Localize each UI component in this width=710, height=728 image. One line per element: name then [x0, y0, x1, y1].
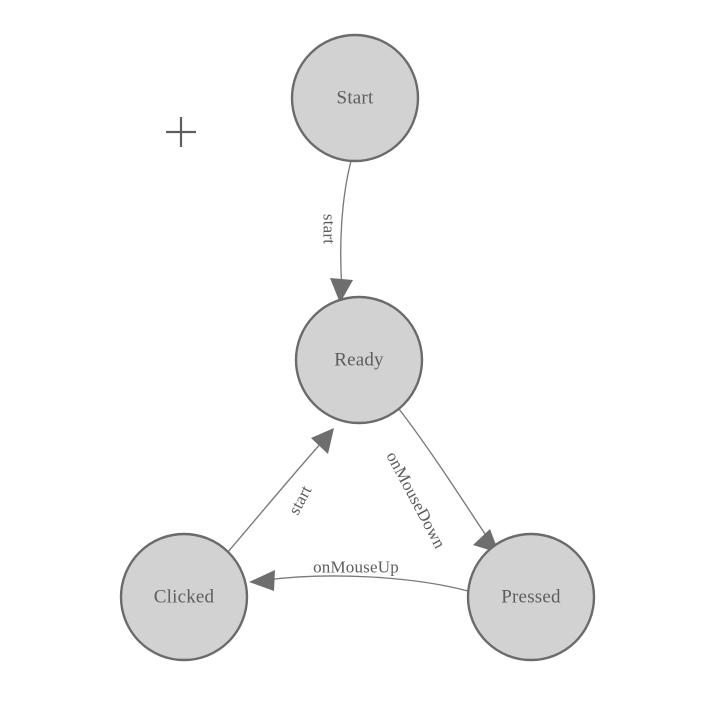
edge-ready-to-pressed[interactable]: onMouseDown — [382, 408, 499, 553]
node-label-pressed: Pressed — [501, 587, 561, 608]
edge-path[interactable] — [226, 440, 324, 554]
node-shape[interactable] — [466, 532, 596, 662]
node-shape[interactable] — [290, 33, 420, 163]
edge-path[interactable] — [340, 160, 352, 291]
edge-pressed-to-clicked[interactable]: onMouseUp — [249, 558, 469, 592]
state-node-pressed[interactable]: Pressed — [466, 532, 596, 662]
edge-clicked-to-ready[interactable]: start — [226, 428, 334, 554]
state-node-clicked[interactable]: Clicked — [119, 532, 249, 662]
edge-label-pressed-to-clicked: onMouseUp — [313, 558, 399, 577]
node-layer: Start Ready Clicked Pressed — [119, 33, 596, 662]
state-node-start[interactable]: Start — [290, 33, 420, 163]
edge-label-start-to-ready: start — [320, 214, 339, 244]
arrowhead-icon — [311, 428, 334, 454]
node-label-start: Start — [337, 88, 374, 109]
edge-path[interactable] — [398, 408, 490, 541]
arrowhead-icon — [249, 570, 275, 591]
edge-start-to-ready[interactable]: start — [320, 160, 354, 303]
node-label-ready: Ready — [334, 350, 384, 371]
edge-label-clicked-to-ready: start — [285, 482, 316, 518]
crosshair-icon — [166, 117, 196, 147]
edge-path[interactable] — [265, 575, 469, 592]
edge-label-ready-to-pressed: onMouseDown — [382, 448, 449, 552]
node-label-clicked: Clicked — [154, 587, 215, 608]
node-shape[interactable] — [294, 295, 424, 425]
state-node-ready[interactable]: Ready — [294, 295, 424, 425]
node-shape[interactable] — [119, 532, 249, 662]
arrowhead-icon — [330, 278, 353, 303]
